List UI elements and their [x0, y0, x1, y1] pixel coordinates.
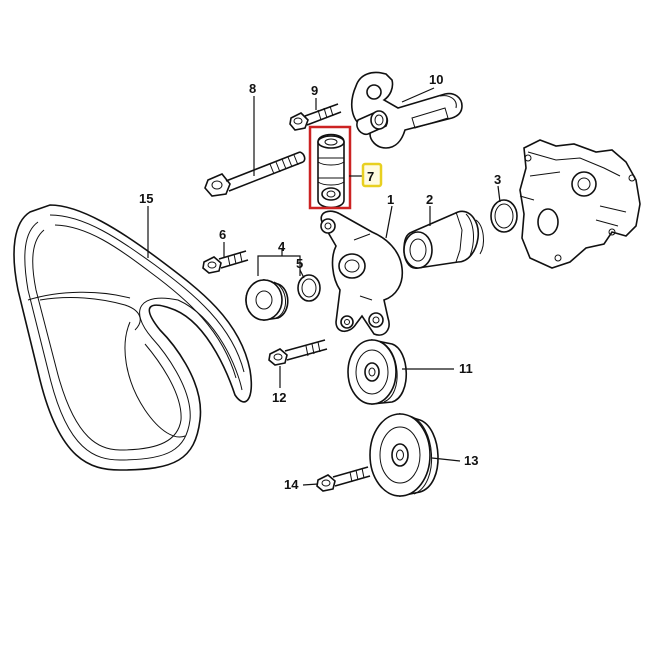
callout-9[interactable]: 9 — [311, 83, 318, 98]
o-ring-small[interactable] — [297, 274, 321, 302]
callout-10[interactable]: 10 — [429, 72, 443, 87]
callout-12[interactable]: 12 — [272, 390, 286, 405]
idler-pulley-upper[interactable] — [347, 339, 408, 405]
pivot-bushing[interactable] — [403, 210, 484, 269]
highlight-box-label-7 — [361, 162, 383, 188]
callout-6[interactable]: 6 — [219, 227, 226, 242]
tensioner-arm[interactable] — [320, 210, 404, 336]
callout-1[interactable]: 1 — [387, 192, 394, 207]
arm-bolt[interactable] — [202, 250, 249, 274]
hydraulic-tensioner[interactable] — [317, 133, 345, 209]
callout-15[interactable]: 15 — [139, 191, 153, 206]
callout-7[interactable]: 7 — [367, 169, 374, 184]
callout-8[interactable]: 8 — [249, 81, 256, 96]
callout-11[interactable]: 11 — [459, 361, 473, 376]
callout-5[interactable]: 5 — [296, 256, 303, 271]
pulley-bolt-upper[interactable] — [268, 339, 328, 366]
callout-4[interactable]: 4 — [278, 239, 286, 254]
callout-2[interactable]: 2 — [426, 192, 433, 207]
idler-pulley-lower[interactable] — [369, 412, 439, 497]
long-bolt[interactable] — [204, 151, 306, 197]
leader-lines — [147, 87, 501, 486]
small-bolt-top[interactable] — [289, 103, 342, 131]
tensioner-bracket[interactable] — [350, 71, 463, 149]
o-ring-large[interactable] — [490, 199, 518, 233]
pulley-hub[interactable] — [245, 278, 289, 321]
pulley-bolt-lower[interactable] — [316, 466, 371, 492]
callout-13[interactable]: 13 — [464, 453, 478, 468]
engine-timing-cover — [519, 139, 641, 269]
callout-14[interactable]: 14 — [284, 477, 299, 492]
callout-3[interactable]: 3 — [494, 172, 501, 187]
ribbed-belt[interactable] — [13, 204, 253, 471]
highlight-box-part-7 — [308, 125, 352, 210]
